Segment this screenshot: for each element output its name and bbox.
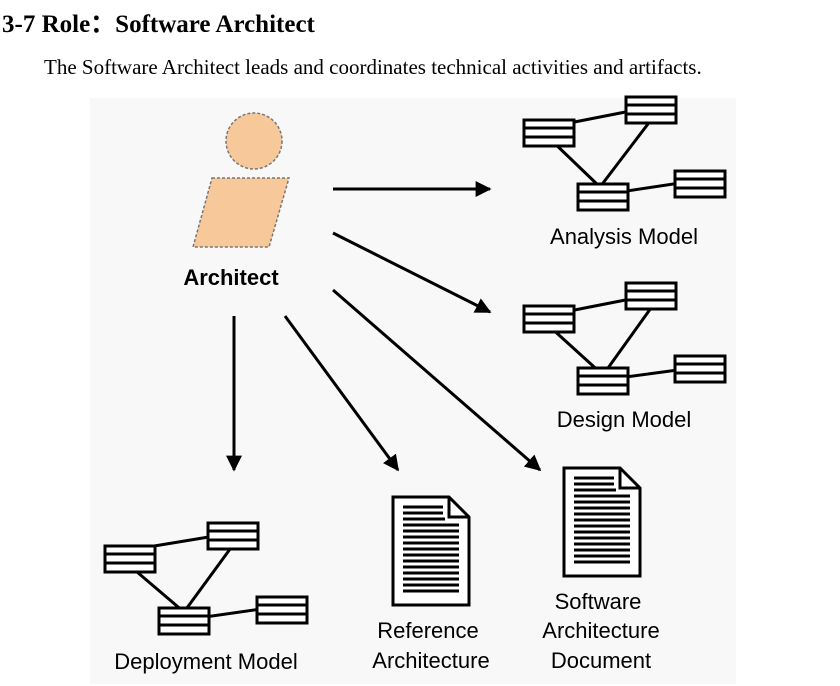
deployment-model-label: Deployment Model xyxy=(114,649,297,674)
sad-label-line3: Document xyxy=(551,648,651,673)
page-title: 3-7 Role：Software Architect xyxy=(2,11,315,38)
page-subtitle: The Software Architect leads and coordin… xyxy=(44,55,702,79)
deployment-model-icon xyxy=(103,521,309,636)
reference-architecture-document-icon xyxy=(391,495,471,607)
sad-label-line2: Architecture xyxy=(542,618,659,643)
analysis-model-label: Analysis Model xyxy=(550,224,698,249)
arrow-to-architecture-document xyxy=(332,288,542,472)
design-model-label: Design Model xyxy=(557,407,692,432)
responsibility-arrows xyxy=(226,181,542,472)
actor-label: Architect xyxy=(183,265,279,290)
arrow-to-design-model xyxy=(332,231,492,314)
sad-label-line1: Software xyxy=(555,589,642,614)
reference-architecture-label-line2: Architecture xyxy=(372,648,489,673)
design-model-icon xyxy=(522,281,727,396)
reference-architecture-label-line1: Reference xyxy=(377,618,479,643)
arrow-to-reference-architecture xyxy=(283,315,400,472)
person-icon xyxy=(192,112,290,248)
software-architecture-document-icon xyxy=(562,466,642,578)
analysis-model-icon xyxy=(522,95,727,212)
